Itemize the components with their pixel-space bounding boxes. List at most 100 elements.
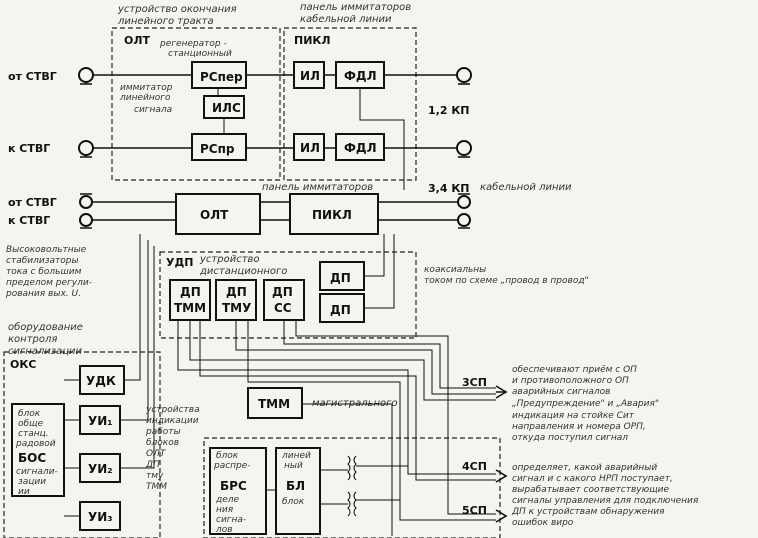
sp5-label: 5СП [462,504,487,517]
to-stvg-label-2: к СТВГ [8,214,50,227]
bl-main-label: БЛ [286,479,305,493]
dp-ss-label-1: ДП [272,285,293,299]
il-label-1: ИЛ [300,69,320,83]
dp-right-label-1: ДП [330,271,351,285]
r2-note-5: ДП к устройствам обнаружения [511,507,665,517]
bos-note-1: блок [18,409,41,419]
oks-area-label: ОКС [10,358,36,371]
wire-ils [217,88,225,134]
ui2-label: УИ₂ [88,462,113,476]
rs-pr-block [191,133,247,161]
r1-note-6: направления и номера ОРП, [512,422,646,432]
pikl-area-label: ПИКЛ [294,34,331,47]
terminal-right-2 [456,140,472,156]
panel2-title-b: кабельной линии [480,181,572,193]
olt-device-title-1: устройство окончания [117,4,237,15]
sp4-label: 4СП [462,460,487,473]
bos-note-3: станц. [18,429,49,439]
imit-lin-note-3: сигнала [134,105,172,115]
ind-note-2: индикации [146,416,199,426]
bos-note-5: сигнали- [16,467,58,477]
brs-block [209,447,267,535]
bus-tmm [302,403,393,536]
udp-title-2: дистанционного [199,266,287,277]
terminal-to-stvg-2 [79,213,93,227]
ind-note-5: ОЛТ [146,449,167,459]
bus-5 [199,320,496,481]
ui2-block [79,453,121,483]
bl-note-3: блок [282,497,305,507]
udp-area-label: УДП [166,256,193,269]
ind-note-8: ТММ [146,482,167,492]
stab-note-2: стабилизаторы [6,256,79,266]
olt-area-top [111,27,281,181]
terminal-right-3 [457,195,471,209]
bos-note-7: ии [18,487,30,497]
r1-note-5: индикация на стойке Сит [512,411,635,421]
sp4-arrow [495,469,508,483]
from-stvg-label-1: от СТВГ [8,70,57,83]
r1-note-2: и противоположного ОП [512,376,629,386]
pikl-area-top [283,27,417,181]
bos-note-2: обще [18,419,44,429]
sp3-arrow [495,385,508,399]
pikl-main-block [289,193,379,235]
olt-main-label: ОЛТ [200,208,229,222]
bos-block [11,403,65,497]
ils-label: ИЛС [212,101,241,115]
stab-note-5: рования вых. U. [5,289,81,299]
fdl-block-2 [335,133,385,161]
bl-block [275,447,321,535]
rs-pr-label: РСпр [200,142,235,156]
fdl-label-2: ФДЛ [344,141,377,155]
ui3-label: УИ₃ [88,510,113,524]
r1-note-7: откуда поступил сигнал [512,433,628,443]
udp-title-1: устройство [199,254,260,265]
r2-note-3: вырабатывает соответствующие [512,485,670,495]
sp5-arrow [495,509,508,523]
terminal-from-stvg-2 [79,195,93,209]
stab-note-3: тока с большим [6,267,82,277]
oborud-title-1: оборудование [8,321,83,333]
sp3-label: 3СП [462,376,487,389]
fdl-label-1: ФДЛ [344,69,377,83]
brs-note-2: распре- [213,461,251,471]
dp-tmu-label-2: ТМУ [222,301,251,315]
dp-tmu-label-1: ДП [226,285,247,299]
wire-bos [64,379,80,517]
ind-note-3: работы [145,427,181,437]
ind-note-6: ДП [145,460,160,470]
brs-note-3: деле [215,495,240,505]
bos-note-6: зации [18,477,46,487]
regen-note-1: регенератор - [159,39,227,49]
brs-note-4: ния [216,505,234,515]
ui1-block [79,405,121,435]
olt-main-block [175,193,261,235]
bl-note-2: ный [284,461,303,471]
bus-7 [295,320,496,515]
bus-3 [283,320,496,389]
dp-tmm-label-2: ТММ [174,301,206,315]
brs-area [203,437,501,538]
bus-2 [235,320,496,395]
terminal-to-stvg-1 [78,140,94,156]
dp-right-label-2: ДП [330,303,351,317]
from-stvg-label-2: от СТВГ [8,196,57,209]
km34-label: 3,4 КП [428,182,470,195]
olt-device-title-2: линейного тракта [117,16,214,27]
ground-3 [80,193,92,229]
wire-ui-up [120,234,155,469]
ind-note-4: блоков [146,438,179,448]
km12-label: 1,2 КП [428,104,470,117]
dp-right-block-2 [319,293,365,323]
r2-note-6: ошибок виро [512,518,574,528]
ind-note-7: тму [146,471,164,481]
bos-note-4: радовой [15,439,56,449]
imit-lin-note-1: иммитатор [120,83,173,93]
brs-main-label: БРС [220,479,247,493]
wire-dp-up [364,234,395,309]
terminal-right-1 [456,67,472,83]
brs-note-1: блок [216,451,239,461]
ground-1 [80,82,92,85]
